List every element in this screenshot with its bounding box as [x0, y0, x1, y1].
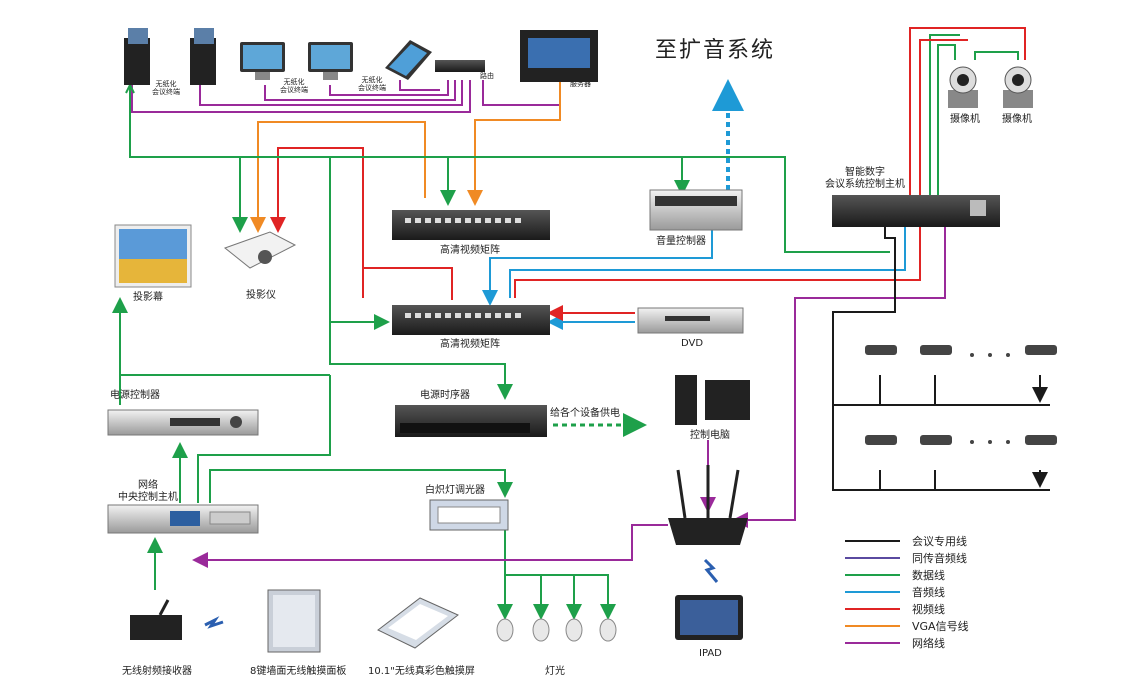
camera-2: [1003, 66, 1033, 108]
legend-swatch: [845, 539, 900, 542]
label-audio-controller: 音量控制器: [656, 236, 706, 247]
wifi-router: [668, 465, 748, 545]
audio-controller: [649, 189, 743, 231]
monitor-2: [308, 42, 353, 80]
label-paperless-terminal-1: 无纸化 会议终端: [152, 80, 180, 97]
legend-item: 网络线: [845, 634, 995, 651]
router-top: [435, 60, 485, 72]
legend-label: 会议专用线: [912, 534, 967, 548]
touch-screen: [377, 597, 459, 649]
light-bulbs: [496, 618, 617, 642]
label-server: 服务器: [570, 80, 591, 88]
legend-swatch: [845, 624, 900, 627]
control-pc: [675, 375, 750, 425]
label-paperless-terminal-2: 无纸化 会议终端: [280, 78, 308, 95]
label-camera-2: 摄像机: [1002, 114, 1032, 125]
ipad: [675, 595, 743, 640]
label-hd-matrix-mid: 高清视频矩阵: [440, 339, 500, 350]
dimmer: [429, 499, 509, 531]
tablet: [385, 40, 432, 80]
label-rf-receiver: 无线射频接收器: [122, 666, 192, 677]
legend-swatch: [845, 573, 900, 576]
legend-label: VGA信号线: [912, 619, 969, 633]
label-wall-panel: 8键墙面无线触摸面板: [250, 666, 347, 677]
projector: [223, 231, 297, 269]
wireless-signal-icon: [204, 616, 224, 629]
legend-item: 会议专用线: [845, 532, 995, 549]
label-power-controller: 电源控制器: [110, 390, 160, 401]
camera-1: [948, 66, 978, 108]
legend-swatch: [845, 590, 900, 593]
power-controller: [107, 409, 259, 436]
label-control-pc: 控制电脑: [690, 430, 730, 441]
projection-screen: [114, 224, 192, 288]
label-power-note: 给各个设备供电: [550, 408, 620, 419]
label-lights: 灯光: [545, 666, 565, 677]
label-camera-1: 摄像机: [950, 114, 980, 125]
rf-receiver: [130, 599, 182, 640]
central-control-host: [107, 504, 259, 534]
power-sequencer: [395, 405, 547, 437]
legend-swatch: [845, 556, 900, 559]
legend-item: VGA信号线: [845, 617, 995, 634]
server: [520, 30, 598, 82]
conference-mics: [865, 345, 1057, 445]
legend: 会议专用线 同传音频线 数据线 音频线 视频线 VGA信号线 网络线: [845, 532, 995, 651]
wall-panel: [267, 589, 321, 653]
label-hd-matrix-top: 高清视频矩阵: [440, 245, 500, 256]
legend-item: 数据线: [845, 566, 995, 583]
legend-item: 音频线: [845, 583, 995, 600]
hd-matrix-mid: [392, 305, 550, 335]
label-projector: 投影仪: [246, 290, 276, 301]
label-conference-host: 智能数字 会议系统控制主机: [825, 167, 905, 190]
dvd-player: [637, 307, 744, 334]
hd-matrix-top: [392, 210, 550, 240]
label-paperless-tablet: 无纸化 会议终端: [358, 76, 386, 93]
diagram-title: 至扩音系统: [655, 38, 776, 63]
legend-item: 视频线: [845, 600, 995, 617]
label-dimmer: 白炽灯调光器: [425, 485, 485, 496]
conference-host: [832, 195, 1000, 227]
legend-label: 视频线: [912, 602, 945, 616]
label-projection-screen: 投影幕: [133, 292, 163, 303]
label-central-control-host: 网络 中央控制主机: [118, 480, 178, 503]
legend-label: 音频线: [912, 585, 945, 599]
label-dvd: DVD: [681, 338, 704, 349]
legend-swatch: [845, 607, 900, 610]
monitor-1: [240, 42, 285, 80]
wifi-signal-icon: [703, 558, 719, 583]
label-router-top: 路由: [480, 72, 494, 80]
legend-label: 网络线: [912, 636, 945, 650]
label-ipad: IPAD: [699, 648, 722, 659]
legend-swatch: [845, 641, 900, 644]
paperless-terminal-1: [124, 28, 150, 85]
paperless-terminal-2: [190, 28, 216, 85]
label-touch-screen: 10.1"无线真彩色触摸屏: [368, 666, 475, 677]
legend-item: 同传音频线: [845, 549, 995, 566]
legend-label: 数据线: [912, 568, 945, 582]
label-power-sequencer: 电源时序器: [420, 390, 470, 401]
legend-label: 同传音频线: [912, 551, 967, 565]
